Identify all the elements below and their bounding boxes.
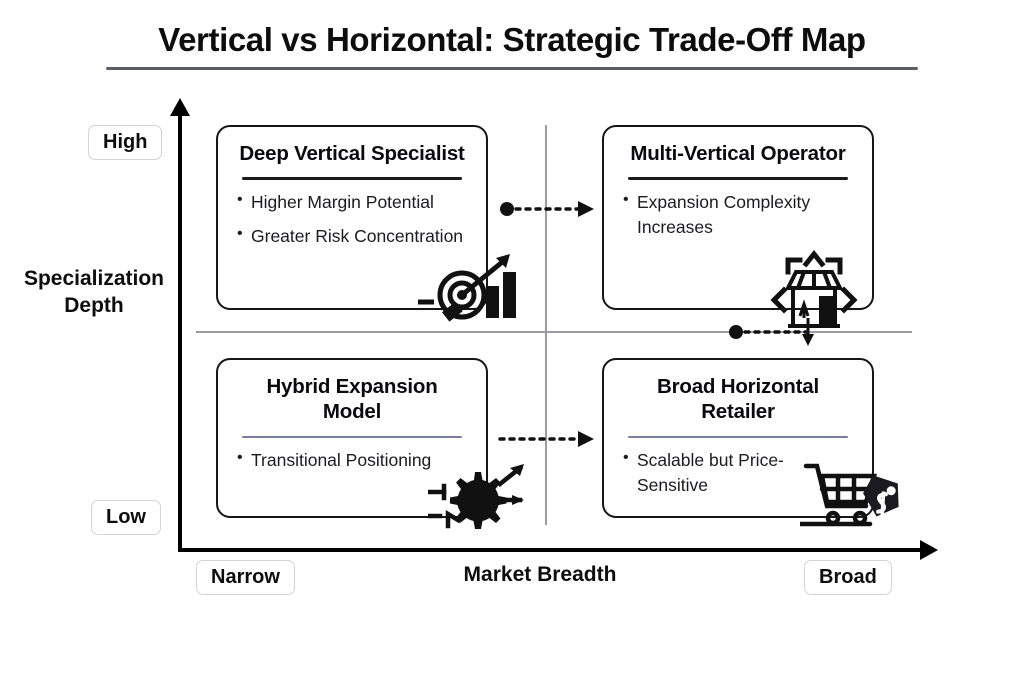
list-item: Higher Margin Potential <box>236 189 468 215</box>
card-divider <box>242 177 462 180</box>
card-title: Multi-Vertical Operator <box>630 142 846 165</box>
x-axis-broad-label: Broad <box>804 560 892 595</box>
y-axis-line <box>178 112 182 552</box>
quadrant-card-deep-vertical-specialist[interactable]: Deep Vertical Specialist Higher Margin P… <box>216 125 488 310</box>
x-axis-narrow-label: Narrow <box>196 560 295 595</box>
card-title: Broad Horizontal Retailer <box>657 375 819 424</box>
card-bullet-list: Scalable but Price-Sensitive <box>622 447 854 498</box>
quadrant-card-multi-vertical-operator[interactable]: Multi-Vertical Operator Expansion Comple… <box>602 125 874 310</box>
card-bullet-list: Higher Margin Potential Greater Risk Con… <box>236 189 468 249</box>
card-divider <box>628 177 848 180</box>
card-title: Deep Vertical Specialist <box>239 142 465 165</box>
list-item: Scalable but Price-Sensitive <box>622 447 854 498</box>
y-axis-high-label: High <box>88 125 163 160</box>
card-bullet-list: Expansion Complexity Increases <box>622 189 854 240</box>
card-divider <box>242 435 462 438</box>
horizontal-divider <box>196 331 912 333</box>
page-title: Vertical vs Horizontal: Strategic Trade-… <box>158 21 866 58</box>
card-title: Hybrid Expansion Model <box>266 375 438 424</box>
y-axis-arrowhead <box>170 98 190 116</box>
card-divider <box>628 435 848 438</box>
x-axis-arrowhead <box>920 540 938 560</box>
list-item: Expansion Complexity Increases <box>622 189 854 240</box>
title-block: Vertical vs Horizontal: Strategic Trade-… <box>0 21 1024 70</box>
x-axis-line <box>178 548 928 552</box>
connector-bottom-left-to-bottom-right <box>498 428 598 455</box>
y-axis-title: Specialization Depth <box>23 267 165 317</box>
quadrant-card-hybrid-expansion-model[interactable]: Hybrid Expansion Model Transitional Posi… <box>216 358 488 518</box>
list-item: Transitional Positioning <box>236 447 468 473</box>
card-bullet-list: Transitional Positioning <box>236 447 468 473</box>
connector-top-right-to-bottom-right <box>728 316 828 353</box>
x-axis-title: Market Breadth <box>463 563 617 586</box>
list-item: Greater Risk Concentration <box>236 223 468 249</box>
y-axis-low-label: Low <box>91 500 161 535</box>
connector-top-left-to-top-right <box>498 198 598 225</box>
title-underline <box>106 66 918 70</box>
quadrant-card-broad-horizontal-retailer[interactable]: Broad Horizontal Retailer Scalable but P… <box>602 358 874 518</box>
vertical-divider <box>545 125 547 525</box>
